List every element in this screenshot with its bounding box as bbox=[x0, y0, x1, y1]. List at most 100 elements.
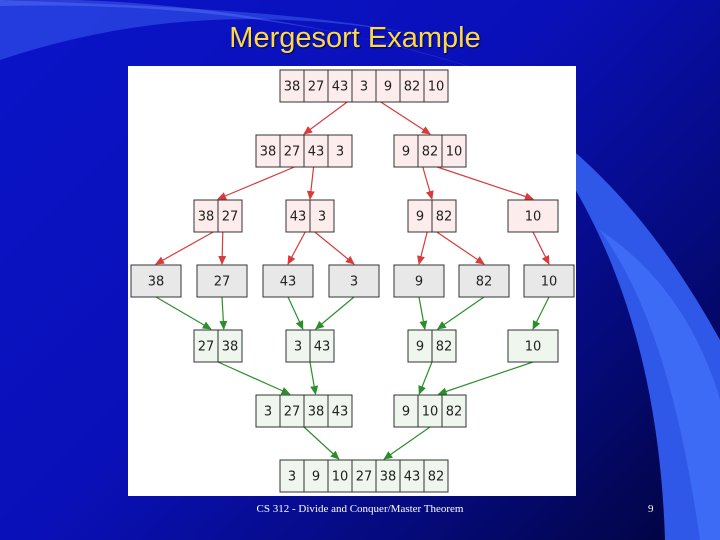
array-cell bbox=[279, 134, 305, 168]
array-box: 9 10 82 bbox=[393, 394, 467, 428]
array-cell bbox=[285, 199, 311, 233]
array-cell-value: 27 bbox=[222, 210, 239, 225]
array-box: 27 bbox=[196, 264, 248, 298]
array-cell-value: 82 bbox=[476, 275, 493, 290]
array-cell-value: 9 bbox=[402, 405, 410, 420]
array-cell bbox=[441, 394, 467, 428]
array-cell bbox=[303, 394, 329, 428]
array-cell-value: 10 bbox=[525, 340, 542, 355]
array-box: 27 38 bbox=[193, 329, 243, 363]
array-box: 9 bbox=[393, 264, 445, 298]
array-cell bbox=[431, 199, 457, 233]
array-cell-value: 38 bbox=[308, 405, 325, 420]
array-cell bbox=[423, 459, 449, 493]
page-number: 9 bbox=[648, 503, 654, 515]
array-cell-value: 38 bbox=[260, 145, 277, 160]
array-cell-value: 27 bbox=[214, 275, 231, 290]
array-cell-value: 82 bbox=[436, 340, 453, 355]
array-cell bbox=[279, 394, 305, 428]
array-cell-value: 43 bbox=[314, 340, 331, 355]
merge-arrow bbox=[532, 296, 550, 330]
slide-title: Mergesort Example bbox=[229, 22, 481, 54]
array-cell-value: 27 bbox=[308, 80, 325, 95]
split-arrow bbox=[218, 231, 227, 265]
merge-arrow bbox=[418, 361, 433, 395]
array-cell bbox=[130, 264, 182, 298]
split-arrow bbox=[303, 101, 348, 135]
array-cell bbox=[303, 69, 329, 103]
array-cell bbox=[328, 264, 380, 298]
array-cell-value: 43 bbox=[404, 470, 421, 485]
array-box: 43 bbox=[262, 264, 314, 298]
array-cell bbox=[399, 459, 425, 493]
array-cell bbox=[217, 199, 243, 233]
array-cell bbox=[417, 134, 443, 168]
array-cell bbox=[309, 199, 335, 233]
merge-arrow bbox=[309, 361, 319, 395]
array-cell bbox=[431, 329, 457, 363]
split-arrow bbox=[314, 231, 355, 265]
array-cell bbox=[303, 134, 329, 168]
array-cell-value: 3 bbox=[288, 470, 296, 485]
array-cell-value: 82 bbox=[404, 80, 421, 95]
array-cell-value: 3 bbox=[318, 210, 326, 225]
slide-footer: CS 312 - Divide and Conquer/Master Theor… bbox=[256, 503, 464, 515]
array-cell-value: 9 bbox=[416, 210, 424, 225]
split-arrow bbox=[417, 231, 428, 265]
array-cell bbox=[193, 199, 219, 233]
array-cell-value: 3 bbox=[360, 80, 368, 95]
array-cell-value: 9 bbox=[312, 470, 320, 485]
merge-arrow bbox=[155, 296, 212, 330]
array-cell-value: 82 bbox=[446, 405, 463, 420]
array-cell-value: 3 bbox=[336, 145, 344, 160]
array-cell-value: 38 bbox=[198, 210, 215, 225]
array-cell bbox=[441, 134, 467, 168]
merge-arrow bbox=[217, 361, 291, 395]
array-cell-value: 43 bbox=[332, 80, 349, 95]
merge-arrow bbox=[219, 296, 228, 330]
merge-arrow bbox=[383, 426, 431, 460]
array-box: 9 82 bbox=[407, 329, 457, 363]
array-cell-value: 27 bbox=[356, 470, 373, 485]
array-cell-value: 82 bbox=[428, 470, 445, 485]
array-cell bbox=[393, 264, 445, 298]
array-box: 10 bbox=[507, 199, 559, 233]
array-cell-value: 10 bbox=[422, 405, 439, 420]
array-cell-value: 82 bbox=[422, 145, 439, 160]
split-arrow bbox=[422, 166, 434, 200]
array-cell-value: 27 bbox=[198, 340, 215, 355]
array-cell-value: 9 bbox=[384, 80, 392, 95]
array-cell bbox=[423, 69, 449, 103]
array-cell bbox=[193, 329, 219, 363]
array-cell-value: 43 bbox=[290, 210, 307, 225]
array-cell-value: 10 bbox=[428, 80, 445, 95]
array-cell-value: 3 bbox=[350, 275, 358, 290]
array-cell-value: 10 bbox=[332, 470, 349, 485]
array-cell-value: 9 bbox=[416, 340, 424, 355]
split-arrow bbox=[436, 231, 485, 265]
split-arrow bbox=[306, 166, 315, 200]
array-cell-value: 38 bbox=[222, 340, 239, 355]
merge-arrow bbox=[437, 361, 534, 396]
array-cell-value: 9 bbox=[402, 145, 410, 160]
array-box: 38 bbox=[130, 264, 182, 298]
split-arrow bbox=[217, 166, 295, 200]
array-box: 38 27 bbox=[193, 199, 243, 233]
array-cell bbox=[523, 264, 575, 298]
merge-arrow bbox=[418, 296, 428, 330]
array-cell bbox=[327, 394, 353, 428]
array-cell bbox=[375, 459, 401, 493]
array-cell bbox=[255, 394, 281, 428]
array-cell-value: 27 bbox=[284, 405, 301, 420]
split-arrow bbox=[437, 166, 534, 201]
split-arrow bbox=[380, 101, 431, 135]
array-cell bbox=[309, 329, 335, 363]
array-box: 3 bbox=[328, 264, 380, 298]
